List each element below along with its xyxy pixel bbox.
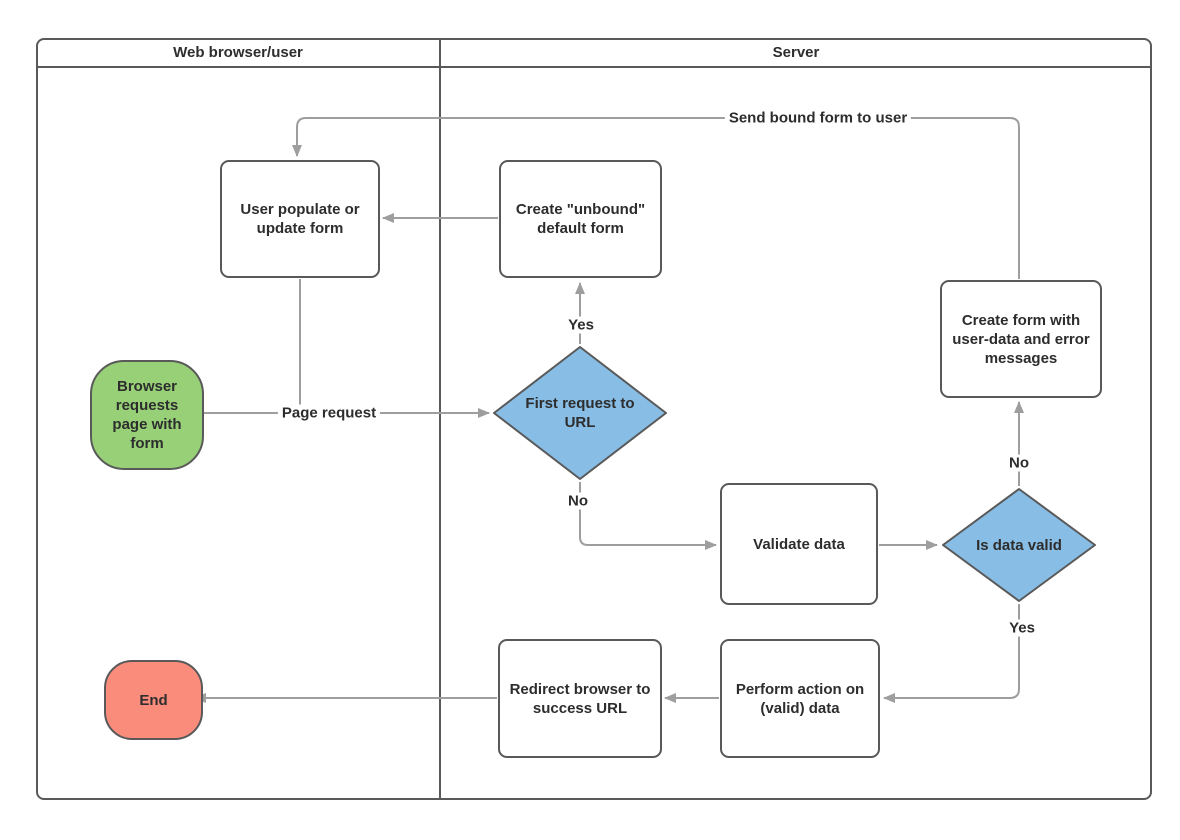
lane-divider xyxy=(439,38,441,800)
node-start-browser-requests: Browser requests page with form xyxy=(90,360,204,470)
diamond-shape xyxy=(493,346,667,480)
node-perform-action: Perform action on (valid) data xyxy=(720,639,880,758)
node-create-form-errors: Create form with user-data and error mes… xyxy=(940,280,1102,398)
edge-label-send-bound-form: Send bound form to user xyxy=(724,109,912,127)
edge-label-no-first-request: No xyxy=(564,492,592,510)
diamond-shape xyxy=(942,488,1096,602)
node-redirect-browser: Redirect browser to success URL xyxy=(498,639,662,758)
node-end: End xyxy=(104,660,203,740)
lane-header-separator xyxy=(36,66,1152,68)
node-validate-data: Validate data xyxy=(720,483,878,605)
edge-label-no-is-valid: No xyxy=(1005,454,1033,472)
edge-label-page-request: Page request xyxy=(277,404,381,422)
lane-title-server: Server xyxy=(772,43,820,61)
edge-label-yes-first-request: Yes xyxy=(564,316,598,334)
node-decision-is-data-valid: Is data valid xyxy=(941,487,1097,603)
swimlane-pool-border xyxy=(36,38,1152,800)
lane-title-web-browser-user: Web browser/user xyxy=(173,43,303,61)
edge-label-yes-is-valid: Yes xyxy=(1005,619,1039,637)
node-create-unbound-form: Create "unbound" default form xyxy=(499,160,662,278)
node-decision-first-request: First request to URL xyxy=(492,345,668,481)
node-user-populate-form: User populate or update form xyxy=(220,160,380,278)
